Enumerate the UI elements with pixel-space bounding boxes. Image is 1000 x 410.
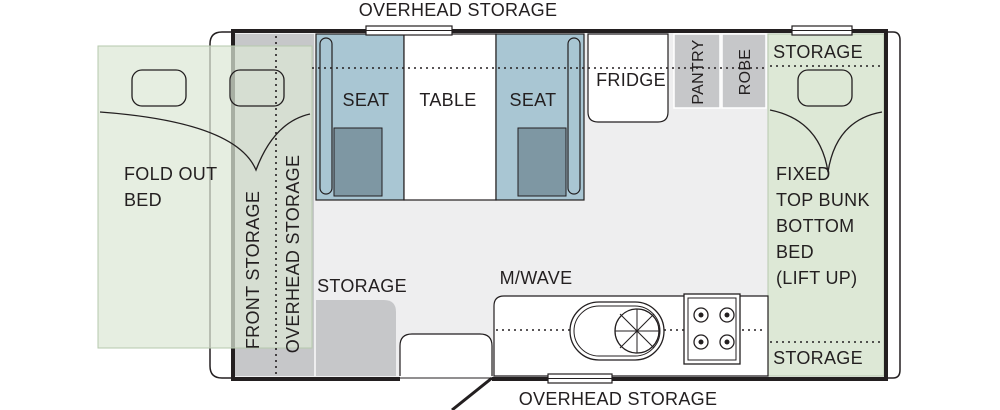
storage-bottom-left bbox=[316, 300, 396, 376]
robe bbox=[721, 33, 767, 109]
label-fold-out-bed-line1: FOLD OUT bbox=[124, 164, 217, 184]
label-front-storage: FRONT STORAGE bbox=[243, 191, 263, 349]
dinette-seat-right bbox=[495, 33, 585, 201]
label-storage-bottom-right: STORAGE bbox=[773, 348, 863, 368]
label-storage-bottom-left: STORAGE bbox=[317, 276, 407, 296]
label-bunk-line4: BED bbox=[776, 242, 814, 262]
kitchen-sink bbox=[569, 301, 665, 361]
bunk-sheet-fold bbox=[769, 109, 883, 173]
label-bunk-line3: BOTTOM bbox=[776, 216, 854, 236]
rear-pillow bbox=[797, 69, 853, 107]
label-microwave: M/WAVE bbox=[500, 268, 573, 288]
label-bunk-line1: FIXED bbox=[776, 164, 831, 184]
entry-door bbox=[399, 333, 493, 376]
label-fold-out-bed-line2: BED bbox=[124, 190, 162, 210]
label-robe: ROBE bbox=[737, 49, 754, 96]
label-overhead-storage-bottom: OVERHEAD STORAGE bbox=[519, 389, 718, 409]
label-overhead-storage-front: OVERHEAD STORAGE bbox=[283, 155, 303, 354]
dinette-seat-left bbox=[315, 33, 405, 201]
label-fridge: FRIDGE bbox=[596, 70, 666, 90]
labels: OVERHEAD STORAGE OVERHEAD STORAGE FRONT … bbox=[124, 0, 870, 409]
cooktop bbox=[683, 293, 741, 365]
dinette-table bbox=[403, 33, 497, 201]
label-pantry: PANTRY bbox=[690, 39, 707, 104]
pantry bbox=[673, 33, 721, 109]
label-seat-right: SEAT bbox=[510, 90, 557, 110]
windows bbox=[365, 25, 853, 384]
overhead-storage-lines bbox=[275, 36, 882, 374]
label-overhead-storage-top: OVERHEAD STORAGE bbox=[359, 0, 558, 20]
label-seat-left: SEAT bbox=[343, 90, 390, 110]
label-storage-top-right: STORAGE bbox=[773, 42, 863, 62]
label-bunk-line2: TOP BUNK bbox=[776, 190, 870, 210]
label-table: TABLE bbox=[419, 90, 476, 110]
label-bunk-line5: (LIFT UP) bbox=[776, 268, 857, 288]
fridge bbox=[587, 33, 669, 123]
